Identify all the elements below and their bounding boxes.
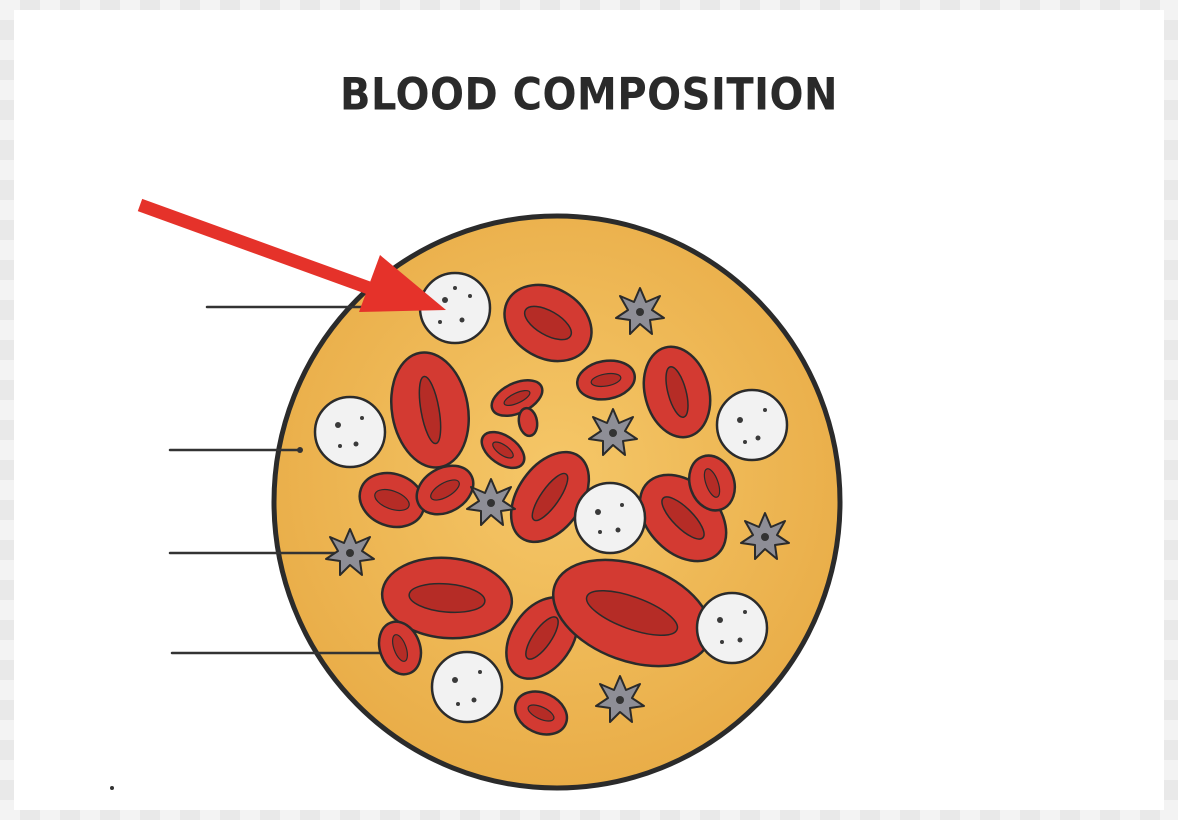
white-blood-cell (695, 591, 769, 665)
red-blood-cell (517, 406, 539, 438)
white-blood-cell (573, 481, 647, 555)
red-blood-cell (509, 450, 591, 544)
red-blood-cell (377, 620, 423, 676)
white-blood-cell (313, 395, 387, 469)
red-blood-cell (576, 359, 636, 401)
red-blood-cell (415, 464, 475, 516)
red-blood-cell (380, 556, 514, 640)
red-blood-cell (358, 471, 426, 529)
white-blood-cell (430, 650, 504, 724)
red-blood-cell (513, 690, 569, 736)
red-blood-cell (480, 430, 526, 470)
red-blood-cell (551, 558, 713, 668)
white-blood-cell (715, 388, 789, 462)
red-blood-cell (503, 283, 593, 363)
red-blood-cells (358, 283, 737, 736)
red-blood-cell (389, 351, 471, 469)
pointer-arrow (137, 198, 446, 312)
white-blood-cells (313, 271, 789, 724)
diagram-title: BLOOD COMPOSITION (339, 69, 838, 121)
red-blood-cell (642, 345, 712, 439)
red-blood-cell (687, 454, 737, 512)
